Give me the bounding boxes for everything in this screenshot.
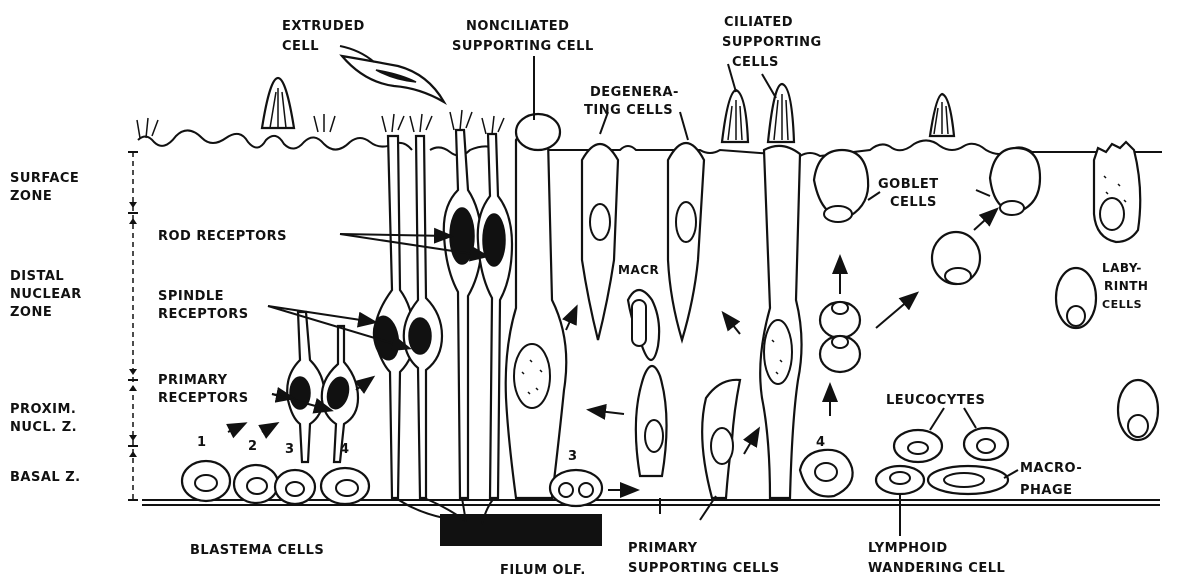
zone-proximal-line2: NUCL. Z. <box>10 420 77 435</box>
label-blastema-cells: BLASTEMA CELLS <box>190 543 324 558</box>
label-goblet-line2: CELLS <box>890 195 937 210</box>
label-spindle-line2: RECEPTORS <box>158 307 249 322</box>
zone-proximal-line1: PROXIM. <box>10 402 76 417</box>
label-extruded-cell-line2: CELL <box>282 39 319 54</box>
primary-to-spindle-arrow <box>356 378 372 390</box>
label-lymphoid-line2: WANDERING CELL <box>868 561 1005 576</box>
spindle-receptor-cells <box>370 136 442 498</box>
label-macrophage-line2: PHAGE <box>1020 483 1073 498</box>
ciliated-supporting-cells <box>722 84 802 498</box>
label-filum-olf: FILUM OLF. <box>500 563 586 578</box>
zone-labels: SURFACE ZONE DISTAL NUCLEAR ZONE PROXIM.… <box>10 171 82 485</box>
label-macrophage-line1: MACRO- <box>1020 461 1082 476</box>
zone-distal-line2: NUCLEAR <box>10 287 82 302</box>
label-leucocytes: LEUCOCYTES <box>886 393 985 408</box>
label-ciliated-line2: SUPPORTING <box>722 35 822 50</box>
label-primary-supporting-line1: PRIMARY <box>628 541 698 556</box>
stage-number-3b: 3 <box>568 449 578 464</box>
stage-4-cell <box>800 450 853 497</box>
macrophage-cell-mid <box>628 290 659 360</box>
label-macr: MACR <box>618 263 659 277</box>
supporting-arrow-up <box>724 314 740 334</box>
stage-number-3: 3 <box>285 442 295 457</box>
stage-number-4b: 4 <box>816 435 826 450</box>
zone-distal-line3: ZONE <box>10 305 52 320</box>
label-spindle-line1: SPINDLE <box>158 289 224 304</box>
label-ciliated-line1: CILIATED <box>724 15 793 30</box>
goblet-arrow-upper <box>974 210 996 230</box>
leucocytes <box>894 428 1008 462</box>
label-labyrinth-line3: CELLS <box>1102 298 1142 311</box>
supporting-stage-3-cell <box>550 470 602 506</box>
label-nonciliated-line2: SUPPORTING CELL <box>452 39 594 54</box>
zone-surface-line2: ZONE <box>10 189 52 204</box>
supporting-arrow-right <box>744 430 758 454</box>
label-labyrinth-line2: RINTH <box>1104 279 1148 293</box>
label-degenerating-line2: TING CELLS <box>584 103 673 118</box>
label-labyrinth-line1: LABY- <box>1102 261 1142 275</box>
rod-receptor-cells <box>444 130 512 498</box>
label-degenerating-line1: DEGENERA- <box>590 85 679 100</box>
surface-cilia-right <box>930 94 954 136</box>
surface-cilia-left <box>137 78 504 138</box>
zone-distal-line1: DISTAL <box>10 269 64 284</box>
goblet-arrow-diag <box>876 294 916 328</box>
blastema-arrow-2 <box>262 424 276 432</box>
extruded-cell <box>342 56 444 102</box>
stage-number-1: 1 <box>197 435 207 450</box>
label-goblet-line1: GOBLET <box>878 177 939 192</box>
label-primary-supporting-line2: SUPPORTING CELLS <box>628 561 780 576</box>
label-nonciliated-line1: NONCILIATED <box>466 19 569 34</box>
stage-number-2: 2 <box>248 439 258 454</box>
supporting-arrow-left <box>590 410 624 414</box>
label-lymphoid-line1: LYMPHOID <box>868 541 948 556</box>
label-rod-receptors: ROD RECEPTORS <box>158 229 287 244</box>
nonciliated-arrow <box>566 308 576 330</box>
stage-numbers-blastema: 1 2 3 4 <box>197 435 350 457</box>
primary-supporting-cells <box>636 366 740 498</box>
lymphoid-wandering-cell <box>876 466 924 494</box>
nonciliated-supporting-cell <box>506 114 567 498</box>
zone-surface-line1: SURFACE <box>10 171 79 186</box>
label-ciliated-line3: CELLS <box>732 55 779 70</box>
primary-receptor-cells <box>287 312 358 462</box>
blastema-arrow-1 <box>228 424 244 432</box>
zone-scale-bar <box>128 152 138 500</box>
label-extruded-cell-line1: EXTRUDED <box>282 19 365 34</box>
label-primary-receptors-line2: RECEPTORS <box>158 391 249 406</box>
label-primary-receptors-line1: PRIMARY <box>158 373 228 388</box>
zone-basal: BASAL Z. <box>10 470 81 485</box>
blastema-cells <box>182 461 369 504</box>
macrophage-cell <box>928 466 1008 494</box>
